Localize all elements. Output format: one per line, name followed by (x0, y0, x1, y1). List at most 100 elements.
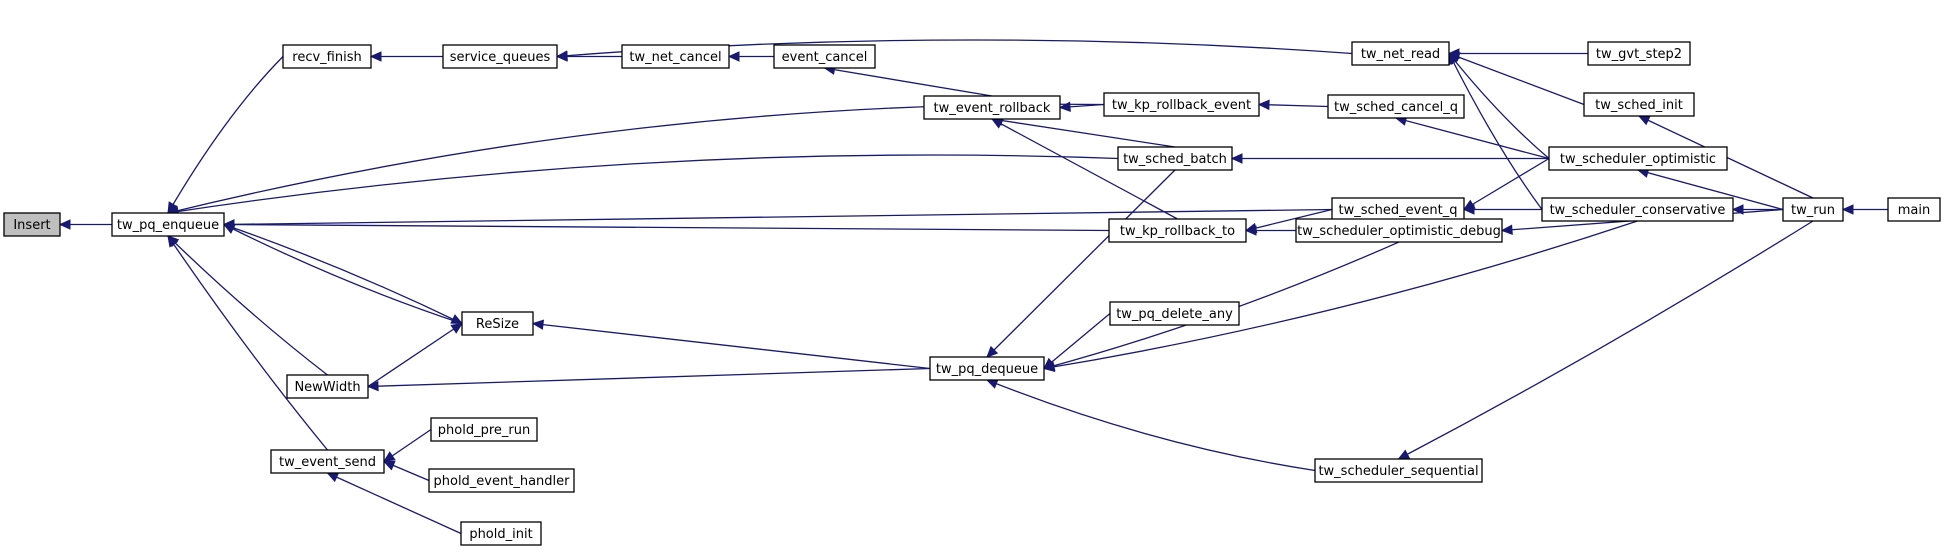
node-phold-event-handler[interactable]: phold_event_handler (428, 468, 575, 493)
node-box (461, 311, 534, 336)
node-service-queues[interactable]: service_queues (442, 44, 558, 69)
edge-tw_sched_batch-to-tw_pq_enqueue (167, 154, 1119, 214)
node-box (923, 95, 1061, 120)
arrowhead-tw_net_read-to-service_queues (555, 50, 568, 61)
node-phold-init[interactable]: phold_init (460, 521, 542, 546)
edge-tw_sched_init-to-tw_net_read (1448, 52, 1585, 106)
node-NewWidth[interactable]: NewWidth (286, 374, 369, 399)
node-event-cancel[interactable]: event_cancel (773, 44, 876, 69)
node-phold-pre-run[interactable]: phold_pre_run (430, 417, 538, 442)
node-tw-run[interactable]: tw_run (1782, 197, 1844, 222)
edge-tw_sched_event_q-to-tw_pq_enqueue (223, 208, 1333, 226)
node-main[interactable]: main (1887, 197, 1941, 222)
node-Insert[interactable]: Insert (3, 212, 61, 237)
node-label: tw_sched_cancel_q (1334, 100, 1458, 115)
node-label: phold_init (469, 527, 532, 542)
node-box (1351, 41, 1450, 66)
node-label: tw_net_read (1361, 47, 1440, 62)
node-tw-sched-event-q[interactable]: tw_sched_event_q (1331, 197, 1465, 222)
node-label: tw_scheduler_conservative (1550, 203, 1726, 218)
node-tw-sched-init[interactable]: tw_sched_init (1583, 92, 1695, 117)
arrowhead-tw_scheduler_optimistic-to-tw_sched_batch (1230, 153, 1243, 164)
node-box (286, 374, 369, 399)
node-box (621, 44, 730, 69)
node-tw-kp-rollback-event[interactable]: tw_kp_rollback_event (1103, 92, 1260, 117)
node-box (1103, 92, 1260, 117)
node-box (270, 449, 385, 474)
node-label: NewWidth (294, 380, 360, 395)
node-tw-scheduler-optimistic[interactable]: tw_scheduler_optimistic (1548, 146, 1728, 171)
node-label: tw_pq_delete_any (1116, 307, 1233, 322)
node-label: tw_run (1791, 203, 1835, 218)
edge-NewWidth-to-tw_pq_enqueue (167, 235, 328, 376)
node-tw-kp-rollback-to[interactable]: tw_kp_rollback_to (1108, 218, 1247, 243)
arrowhead-tw_kp_rollback_event-to-tw_event_rollback (1058, 101, 1071, 113)
arrowhead-tw_run-to-tw_sched_init (1637, 115, 1651, 126)
edge-tw_sched_batch-to-tw_pq_dequeue (986, 169, 1176, 358)
arrowhead-tw_scheduler_conservative-to-tw_pq_dequeue (1042, 361, 1056, 373)
edge-ReSize-to-tw_pq_enqueue (223, 223, 463, 325)
node-tw-pq-dequeue[interactable]: tw_pq_dequeue (929, 356, 1045, 381)
node-tw-scheduler-sequential[interactable]: tw_scheduler_sequential (1314, 458, 1483, 483)
edge-tw_scheduler_conservative-to-tw_net_read (1448, 53, 1543, 210)
arrowhead-tw_pq_enqueue-to-Insert (58, 219, 71, 230)
arrowhead-NewWidth-to-ReSize (450, 322, 464, 334)
edge-NewWidth-to-ReSize (367, 322, 463, 388)
node-label: tw_sched_event_q (1339, 203, 1458, 218)
node-tw-net-read[interactable]: tw_net_read (1351, 41, 1450, 66)
node-label: tw_event_send (279, 455, 376, 470)
node-box (1117, 146, 1233, 171)
node-label: tw_pq_dequeue (936, 362, 1038, 377)
node-label: event_cancel (782, 50, 868, 65)
node-label: phold_event_handler (434, 474, 571, 489)
node-box (430, 417, 538, 442)
node-tw-pq-delete-any[interactable]: tw_pq_delete_any (1109, 301, 1240, 326)
arrowhead-ReSize-to-tw_pq_enqueue (222, 223, 236, 234)
node-label: tw_scheduler_optimistic_debug (1297, 224, 1501, 239)
node-label: recv_finish (292, 50, 361, 65)
node-label: tw_net_cancel (629, 50, 721, 65)
node-label: tw_sched_batch (1123, 152, 1227, 167)
edge-tw_kp_rollback_to-to-tw_event_rollback (991, 118, 1178, 220)
edges-layer (58, 39, 1888, 535)
node-tw-sched-batch[interactable]: tw_sched_batch (1117, 146, 1233, 171)
node-label: tw_scheduler_sequential (1318, 464, 1478, 479)
edge-tw_event_rollback-to-event_cancel (824, 67, 993, 97)
node-tw-scheduler-optimistic-debug[interactable]: tw_scheduler_optimistic_debug (1295, 218, 1503, 243)
node-tw-event-rollback[interactable]: tw_event_rollback (923, 95, 1061, 120)
arrowhead-phold_pre_run-to-tw_event_send (382, 451, 396, 463)
node-label: Insert (13, 218, 50, 233)
edge-tw_scheduler_sequential-to-tw_pq_dequeue (986, 379, 1316, 472)
node-tw-gvt-step2[interactable]: tw_gvt_step2 (1587, 41, 1691, 66)
edge-tw_event_send-to-tw_pq_enqueue (167, 235, 329, 451)
edge-tw_pq_delete_any-to-tw_pq_dequeue (1043, 313, 1111, 369)
node-tw-sched-cancel-q[interactable]: tw_sched_cancel_q (1327, 94, 1465, 119)
arrowhead-tw_run-to-tw_scheduler_conservative (1731, 204, 1744, 215)
arrowhead-main-to-tw_run (1841, 204, 1854, 215)
node-tw-pq-enqueue[interactable]: tw_pq_enqueue (111, 212, 225, 237)
node-box (1541, 197, 1734, 222)
node-box (3, 212, 61, 237)
nodes-layer: Insert tw_pq_enqueue recv_finish service_qu… (3, 41, 1941, 546)
node-tw-scheduler-conservative[interactable]: tw_scheduler_conservative (1541, 197, 1734, 222)
node-box (442, 44, 558, 69)
arrowhead-tw_run-to-tw_scheduler_sequential (1397, 449, 1411, 460)
edge-recv_finish-to-tw_pq_enqueue (167, 56, 284, 214)
node-tw-net-cancel[interactable]: tw_net_cancel (621, 44, 730, 69)
node-tw-event-send[interactable]: tw_event_send (270, 449, 385, 474)
arrowhead-tw_scheduler_conservative-to-tw_sched_event_q (1462, 204, 1475, 215)
node-box (1295, 218, 1503, 243)
edge-tw_kp_rollback_to-to-tw_pq_enqueue (223, 223, 1110, 232)
node-label: phold_pre_run (438, 423, 530, 438)
arrowhead-tw_run-to-tw_scheduler_optimistic_debug (1500, 224, 1513, 235)
arrowhead-tw_scheduler_sequential-to-tw_pq_dequeue (985, 378, 999, 389)
node-recv-finish[interactable]: recv_finish (282, 44, 372, 69)
node-box (1327, 94, 1465, 119)
node-ReSize[interactable]: ReSize (461, 311, 534, 336)
node-box (1314, 458, 1483, 483)
arrowhead-service_queues-to-recv_finish (369, 51, 382, 62)
edge-tw_pq_dequeue-to-NewWidth (367, 367, 931, 388)
node-box (773, 44, 876, 69)
node-label: tw_kp_rollback_to (1120, 224, 1235, 239)
